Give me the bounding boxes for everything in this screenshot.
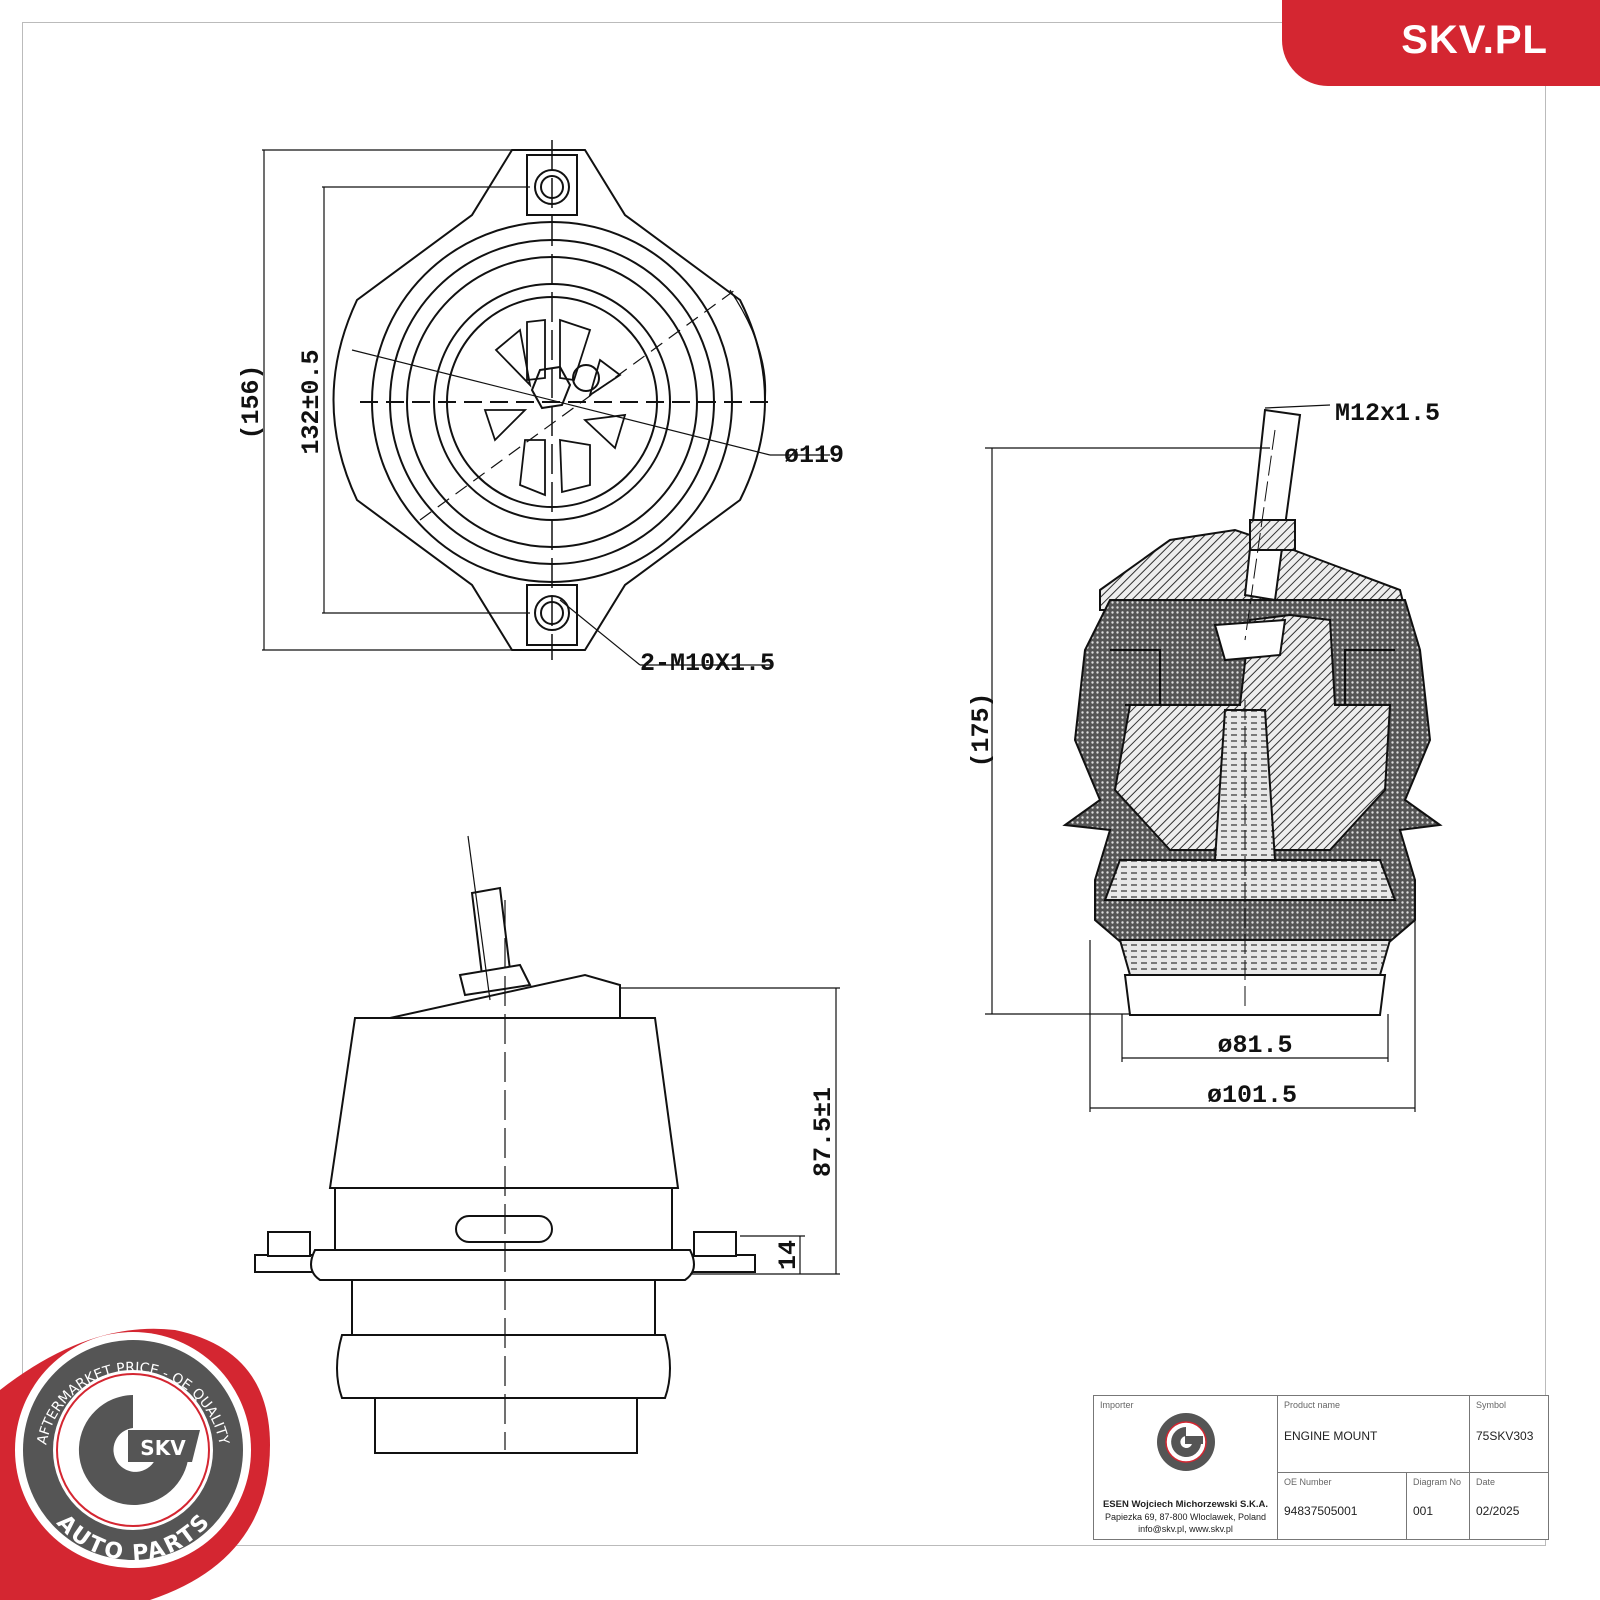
dim-bolts: 2-M10X1.5: [640, 649, 775, 678]
importer-cell: Importer ESEN Wojciech Michorzewski S.K.…: [1094, 1396, 1278, 1539]
product-name-cell: Product name ENGINE MOUNT: [1278, 1396, 1470, 1473]
product-name-label: Product name: [1284, 1400, 1341, 1410]
symbol-label: Symbol: [1476, 1400, 1507, 1410]
brand-banner: SKV.PL: [1282, 0, 1600, 86]
drawing-frame: [22, 22, 1546, 1546]
dim-overall-156: (156): [237, 364, 266, 439]
oe-number-cell: OE Number 94837505001: [1278, 1473, 1407, 1539]
skv-seal-logo: SKV AFTERMARKET PRICE - OE QUALITY AUTO …: [0, 1328, 270, 1600]
importer-logo: [1157, 1413, 1215, 1471]
dim-height-87-5: 87.5±1: [809, 1087, 838, 1177]
brand-site: SKV.PL: [1401, 18, 1548, 62]
section-dimensions: [985, 404, 1416, 1112]
importer-info: ESEN Wojciech Michorzewski S.K.A. Papiez…: [1094, 1498, 1277, 1535]
date-label: Date: [1476, 1477, 1496, 1487]
importer-contact: info@skv.pl, www.skv.pl: [1138, 1524, 1233, 1534]
seal-center-text: SKV: [140, 1436, 186, 1460]
top-view: [262, 140, 830, 666]
diagram-no-cell: Diagram No 001: [1407, 1473, 1470, 1539]
diagram-no-label: Diagram No: [1413, 1477, 1462, 1487]
section-view: [1062, 408, 1443, 1016]
spoke-windows: [483, 318, 627, 497]
oe-number: 94837505001: [1284, 1504, 1358, 1518]
title-block: Importer ESEN Wojciech Michorzewski S.K.…: [1093, 1395, 1549, 1540]
symbol-cell: Symbol 75SKV303: [1470, 1396, 1548, 1473]
date-value: 02/2025: [1476, 1504, 1520, 1518]
dim-diameter-101-5: ø101.5: [1207, 1081, 1297, 1110]
dim-hole-spacing: 132±0.5: [297, 349, 326, 454]
side-view: [254, 835, 840, 1454]
diagram-no: 001: [1413, 1504, 1434, 1518]
dim-diameter-81-5: ø81.5: [1217, 1031, 1292, 1060]
date-cell: Date 02/2025: [1470, 1473, 1548, 1539]
product-name: ENGINE MOUNT: [1284, 1429, 1378, 1443]
dim-thread: M12x1.5: [1335, 399, 1440, 428]
dim-height-175: (175): [967, 692, 996, 767]
dim-flange-14: 14: [774, 1240, 803, 1270]
oe-number-label: OE Number: [1284, 1477, 1332, 1487]
symbol-value: 75SKV303: [1476, 1429, 1534, 1443]
importer-label: Importer: [1100, 1400, 1134, 1410]
importer-address: Papiezka 69, 87-800 Wloclawek, Poland: [1104, 1512, 1267, 1522]
dim-diameter-119: ø119: [784, 441, 844, 470]
importer-name: ESEN Wojciech Michorzewski S.K.A.: [1102, 1499, 1269, 1510]
